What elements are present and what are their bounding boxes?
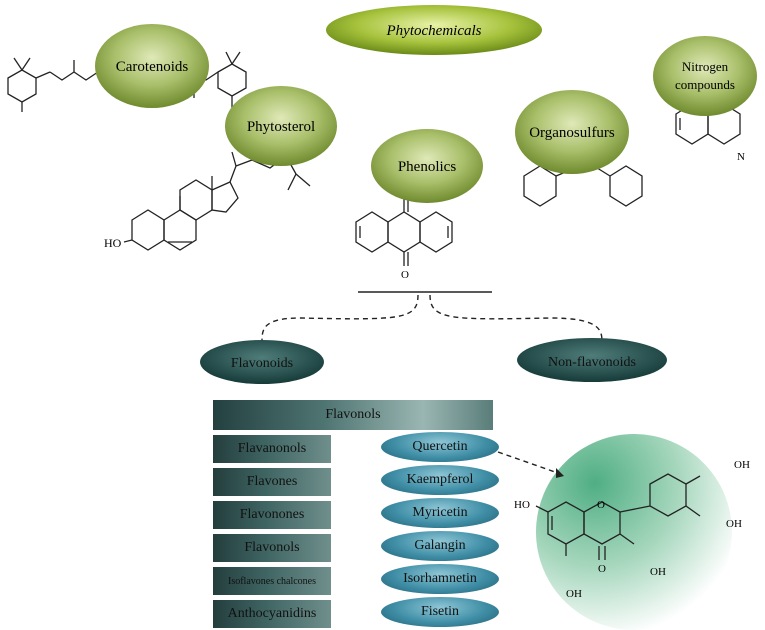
quercetin-ho-label: HO: [514, 499, 530, 511]
subclass-label: Flavones: [246, 474, 298, 489]
compound-label: Fisetin: [420, 604, 460, 619]
carotenoids-node: [95, 24, 209, 108]
compound-pill-galangin: Galangin: [381, 531, 499, 561]
phenolics-label: Phenolics: [398, 159, 456, 175]
subclass-bar-flavonols: Flavonols: [213, 534, 331, 562]
compound-pill-quercetin: Quercetin: [381, 432, 499, 462]
quercetin-oh-3p-label: OH: [726, 518, 742, 530]
quercetin-arrow-head: [556, 468, 564, 478]
subclass-label: Flavonols: [244, 540, 300, 555]
quercetin-oh-4p-label: OH: [734, 459, 750, 471]
phenolics-node: [371, 129, 483, 203]
phytochemicals-node: [326, 5, 542, 55]
non-flavonoids-branch-line: [429, 294, 603, 343]
flavonoids-branch-line: [261, 294, 419, 343]
subclass-bar-flavonones: Flavonones: [213, 501, 331, 529]
subclass-bar-flavones: Flavones: [213, 468, 331, 496]
quercetin-structure: [535, 473, 701, 560]
subclass-label: Isoflavones chalcones: [227, 575, 317, 587]
nitrogen-atom-label: N: [737, 151, 745, 163]
nitrogen-label-line2: compounds: [675, 77, 735, 92]
flavonoids-node: [200, 340, 324, 384]
phytochemicals-title: Phytochemicals: [386, 23, 482, 39]
subclass-bar-isoflavones-chalcones: Isoflavones chalcones: [213, 567, 331, 595]
nitrogen-compounds-node: [653, 36, 757, 116]
subclass-bar-flavanonols: Flavanonols: [213, 435, 331, 463]
subclass-bar-anthocyanidins: Anthocyanidins: [213, 600, 331, 628]
compound-label: Kaempferol: [406, 472, 474, 487]
phytosterol-label: Phytosterol: [247, 119, 315, 135]
quercetin-oh-5-label: OH: [566, 588, 582, 600]
compound-label: Quercetin: [412, 439, 468, 454]
phytosterol-node: [225, 86, 337, 166]
compound-pill-fisetin: Fisetin: [381, 597, 499, 627]
quercetin-structure-circle: [536, 434, 732, 630]
anthraquinone-structure: [355, 198, 453, 266]
flavonoids-label: Flavonoids: [231, 356, 293, 371]
phytosterol-structure: [123, 147, 311, 251]
organosulfurs-node: [515, 90, 629, 174]
ho-label: HO: [104, 236, 122, 250]
subclass-label: Anthocyanidins: [227, 606, 317, 621]
subclass-header-bar: Flavonols: [213, 400, 493, 430]
compound-pill-kaempferol: Kaempferol: [381, 465, 499, 495]
compound-pill-myricetin: Myricetin: [381, 498, 499, 528]
organosulfurs-label: Organosulfurs: [529, 125, 615, 141]
quercetin-arrow-line: [497, 451, 556, 473]
subclass-header-label: Flavonols: [325, 407, 381, 422]
oxygen-bottom-label: O: [401, 269, 409, 281]
subclass-label: Flavanonols: [237, 441, 307, 456]
quercetin-carbonyl-o-label: O: [598, 563, 606, 575]
nitrogen-label-line1: Nitrogen: [682, 59, 729, 74]
compound-label: Galangin: [414, 538, 466, 553]
subclass-label: Flavonones: [239, 507, 305, 522]
compound-label: Myricetin: [412, 505, 468, 520]
quercetin-ring-o-label: O: [597, 499, 605, 511]
compound-label: Isorhamnetin: [403, 571, 477, 586]
non-flavonoids-label: Non-flavonoids: [548, 355, 636, 370]
non-flavonoids-node: [517, 338, 667, 382]
compound-pill-isorhamnetin: Isorhamnetin: [381, 564, 499, 594]
carotenoids-label: Carotenoids: [116, 59, 189, 75]
quercetin-oh-3-label: OH: [650, 566, 666, 578]
